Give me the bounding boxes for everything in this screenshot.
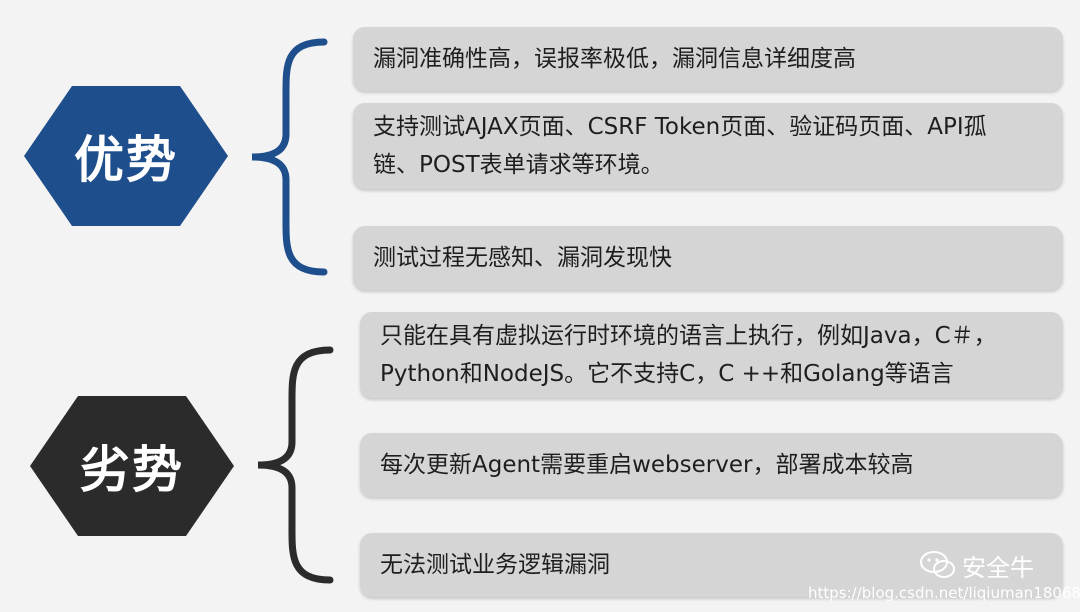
watermark-url: https://blog.csdn.net/liqiuman180688 [808,584,1080,602]
wechat-icon [920,551,955,578]
advantage-item-2: 支持测试AJAX页面、CSRF Token页面、验证码页面、API孤 链、POS… [353,103,1063,189]
advantage-item-1: 漏洞准确性高，误报率极低，漏洞信息详细度高 [353,27,1063,91]
watermark-brand: 安全牛 [920,545,1034,585]
disadvantage-item-2: 每次更新Agent需要重启webserver，部署成本较高 [360,433,1063,497]
advantages-brace [251,38,328,276]
advantage-item-3: 测试过程无感知、漏洞发现快 [353,226,1063,290]
watermark-brand-text: 安全牛 [962,553,1034,582]
disadvantages-hexagon: 劣势 [30,396,234,536]
advantages-label: 优势 [74,131,178,189]
disadvantage-item-1: 只能在具有虚拟运行时环境的语言上执行，例如Java，C＃， Python和Nod… [360,312,1063,398]
disadvantages-brace [257,346,334,584]
advantages-hexagon: 优势 [24,86,228,226]
disadvantages-label: 劣势 [80,441,184,499]
